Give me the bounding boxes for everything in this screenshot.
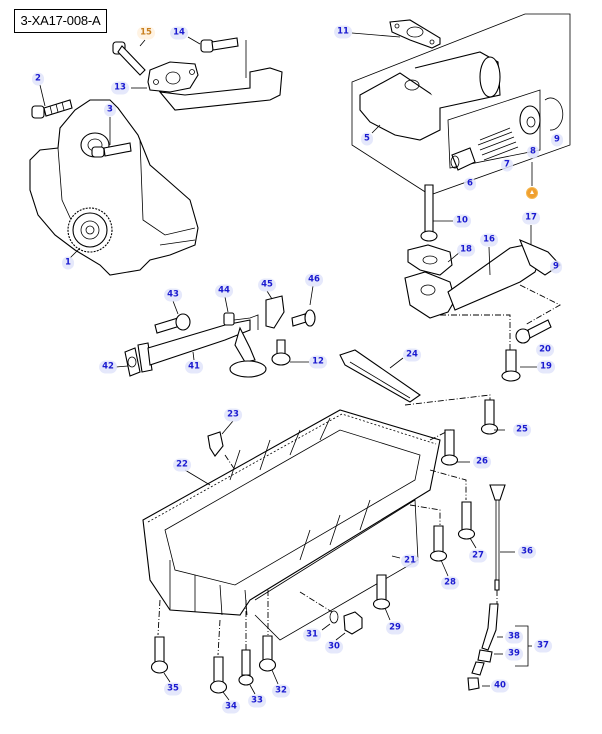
part-callout-42[interactable]: 42 xyxy=(99,360,117,374)
part-callout-45[interactable]: 45 xyxy=(258,278,276,292)
part-callout-22[interactable]: 22 xyxy=(173,458,191,472)
part-callout-16[interactable]: 16 xyxy=(480,233,498,247)
part-callout-10[interactable]: 10 xyxy=(453,214,471,228)
oil-pipe-16 xyxy=(404,238,561,382)
diagram-reference-code: 3-XA17-008-A xyxy=(14,9,107,33)
part-callout-35[interactable]: 35 xyxy=(164,682,182,696)
relief-valve-assembly xyxy=(351,13,571,242)
part-callout-33[interactable]: 33 xyxy=(248,694,266,708)
part-callout-11[interactable]: 11 xyxy=(334,25,352,39)
part-callout-3[interactable]: 3 xyxy=(104,103,116,117)
part-callout-43[interactable]: 43 xyxy=(164,288,182,302)
part-callout-1[interactable]: 1 xyxy=(62,256,74,270)
part-callout-7[interactable]: 7 xyxy=(501,158,513,172)
pan-bolts xyxy=(150,399,499,694)
part-callout-27[interactable]: 27 xyxy=(469,549,487,563)
part-callout-20[interactable]: 20 xyxy=(536,343,554,357)
gasket-11 xyxy=(389,19,441,49)
part-callout-34[interactable]: 34 xyxy=(222,700,240,714)
part-callout-9[interactable]: 9 xyxy=(550,260,562,274)
oil-pan xyxy=(142,349,491,641)
part-callout-17[interactable]: 17 xyxy=(522,211,540,225)
part-callout-39[interactable]: 39 xyxy=(505,647,523,661)
part-callout-23[interactable]: 23 xyxy=(224,408,242,422)
part-callout-6[interactable]: 6 xyxy=(464,177,476,191)
part-callout-31[interactable]: 31 xyxy=(303,628,321,642)
part-callout-32[interactable]: 32 xyxy=(272,684,290,698)
part-callout-24[interactable]: 24 xyxy=(403,348,421,362)
oil-pump-housing xyxy=(29,99,199,276)
part-callout-25[interactable]: 25 xyxy=(513,423,531,437)
part-callout-44[interactable]: 44 xyxy=(215,284,233,298)
part-callout-5[interactable]: 5 xyxy=(361,132,373,146)
part-callout-19[interactable]: 19 xyxy=(537,360,555,374)
part-callout-41[interactable]: 41 xyxy=(185,360,203,374)
part-callout-38[interactable]: 38 xyxy=(505,630,523,644)
part-callout-37[interactable]: 37 xyxy=(534,639,552,653)
part-callout-12[interactable]: 12 xyxy=(309,355,327,369)
part-callout-9[interactable]: 9 xyxy=(551,133,563,147)
part-callout-26[interactable]: 26 xyxy=(473,455,491,469)
part-callout-14[interactable]: 14 xyxy=(170,26,188,40)
part-callout-8[interactable]: 8 xyxy=(527,145,539,159)
part-callout-40[interactable]: 40 xyxy=(491,679,509,693)
part-callout-21[interactable]: 21 xyxy=(401,554,419,568)
part-callout-29[interactable]: 29 xyxy=(386,621,404,635)
selected-part-marker[interactable] xyxy=(526,187,538,199)
part-callout-13[interactable]: 13 xyxy=(111,81,129,95)
part-callout-15[interactable]: 15 xyxy=(137,26,155,40)
part-callout-28[interactable]: 28 xyxy=(441,576,459,590)
oil-pipe-13 xyxy=(112,37,283,111)
part-callout-2[interactable]: 2 xyxy=(32,72,44,86)
suction-pipe-41 xyxy=(124,295,316,378)
part-callout-30[interactable]: 30 xyxy=(325,640,343,654)
part-callout-36[interactable]: 36 xyxy=(518,545,536,559)
part-callout-46[interactable]: 46 xyxy=(305,273,323,287)
part-callout-18[interactable]: 18 xyxy=(457,243,475,257)
